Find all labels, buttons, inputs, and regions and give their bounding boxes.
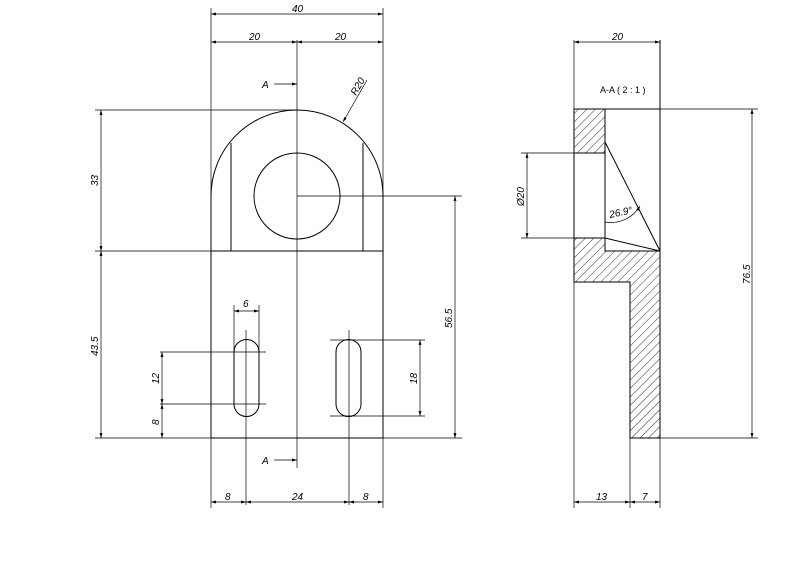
dim-half-left: 20 [248, 32, 261, 43]
angle-arc [604, 205, 641, 223]
dim-section-bottom-left: 13 [596, 492, 608, 503]
dim-slot-length-left: 12 [151, 372, 162, 384]
section-title: A-A ( 2 : 1 ) [600, 85, 646, 95]
slot-left [233, 339, 260, 417]
dim-upper-height: 33 [90, 174, 101, 186]
dim-lower-height: 43.5 [90, 336, 101, 356]
dim-slot-length-right: 18 [409, 372, 420, 384]
dim-total-height: 76.5 [742, 264, 753, 284]
dim-radius: R20 [349, 76, 368, 98]
slot-right [335, 339, 362, 417]
chamfer-line [604, 141, 661, 252]
dim-slot-width: 6 [243, 299, 249, 310]
dim-angle: 26.9° [607, 205, 633, 221]
dim-edge-right: 8 [363, 492, 369, 503]
radius-leader [342, 79, 368, 123]
section-top-block [573, 108, 606, 154]
section-label-bottom: A [261, 456, 269, 467]
dim-slot-spacing: 24 [291, 492, 304, 503]
front-outline [210, 109, 384, 439]
section-bottom-part [573, 237, 661, 439]
dim-slot-bottom-offset: 8 [151, 419, 162, 425]
dim-width-total: 40 [292, 4, 304, 15]
dim-center-to-bottom: 56.5 [444, 308, 455, 328]
front-view: 40 20 20 A A R20 33 43.5 12 8 6 18 [90, 4, 462, 508]
section-label-top: A [261, 80, 269, 91]
dim-section-bottom-right: 7 [642, 492, 648, 503]
dim-section-top-width: 20 [611, 32, 624, 43]
section-view: A-A ( 2 : 1 ) 20 Ø20 26.9° 76.5 [516, 32, 758, 508]
dim-half-right: 20 [334, 32, 347, 43]
dim-hole-diameter: Ø20 [516, 187, 527, 207]
dim-edge-left: 8 [225, 492, 231, 503]
